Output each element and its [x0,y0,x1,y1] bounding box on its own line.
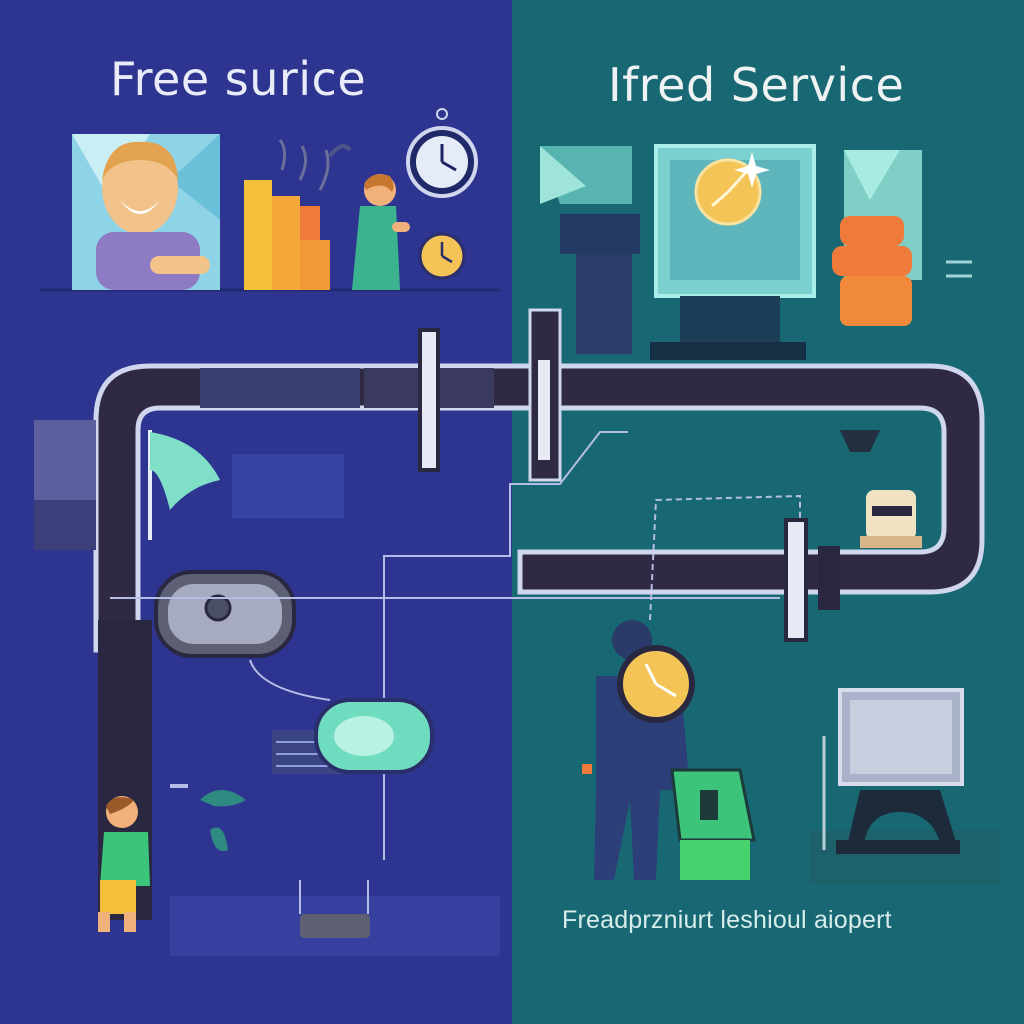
clock-icon [418,232,466,280]
person-face-icon [860,490,922,548]
valve-icon [154,570,296,658]
fred-service-heading: Ifred Service [608,58,905,112]
green-machine [670,768,756,880]
clock-icon [694,152,770,226]
flag-icon [148,430,220,540]
person-figure [352,174,410,290]
decorative-bits [170,784,246,852]
computer-monitor-icon [810,688,1000,884]
footer-caption: Freadprzniurt leshioul aiopert [562,906,892,934]
person-figure [98,796,150,932]
clock-icon [406,108,478,198]
smiling-person-portrait [72,134,220,290]
bar-chart-icon [244,139,352,290]
connector-lines [110,431,801,860]
cloud-icon [272,698,434,774]
free-service-heading: Free surice [110,52,367,106]
orange-stack-icon [832,150,922,326]
clock-icon [617,645,695,723]
